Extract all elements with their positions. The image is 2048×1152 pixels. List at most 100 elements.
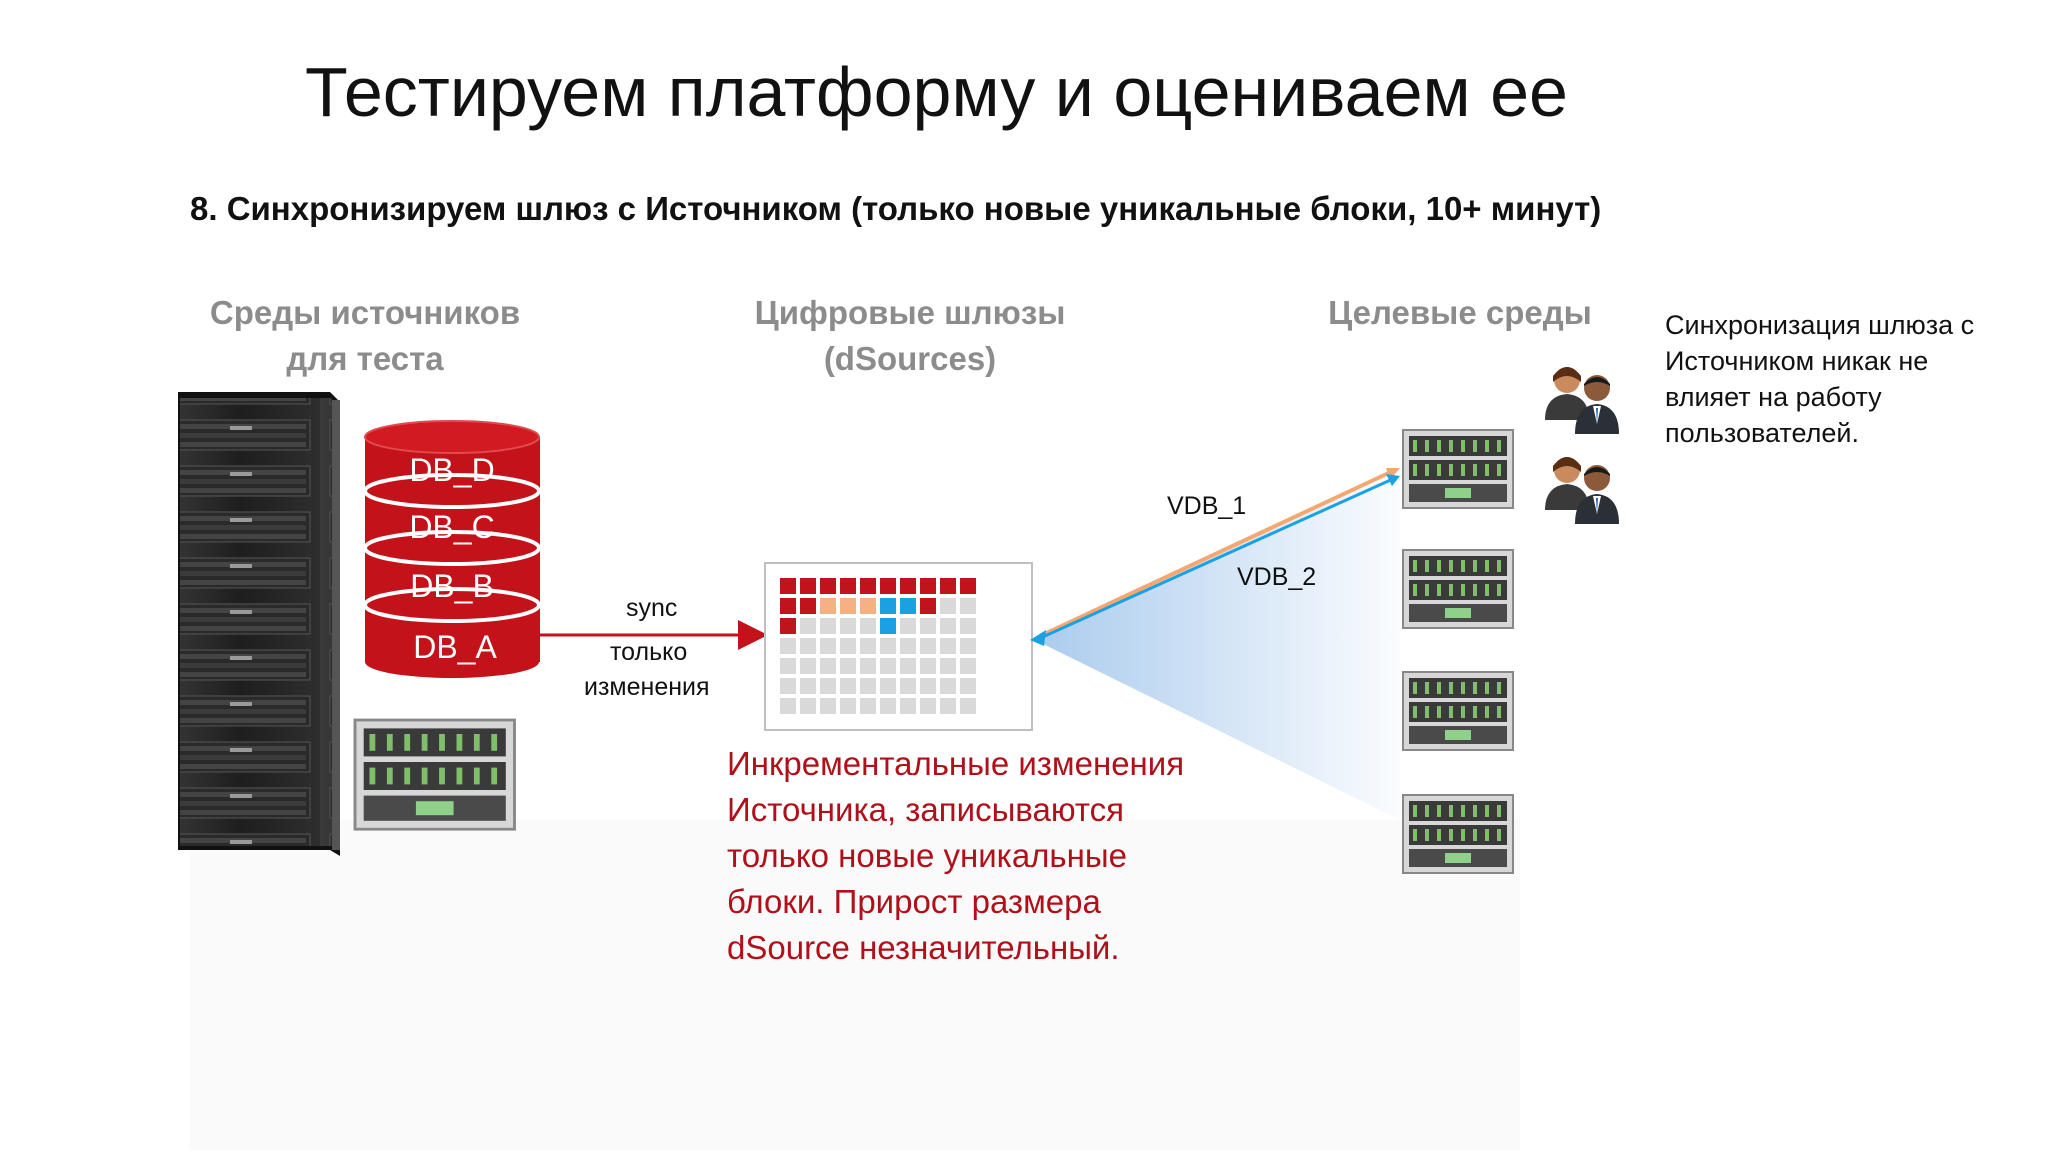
data-block bbox=[960, 698, 976, 714]
target-server-icon bbox=[1402, 794, 1514, 874]
data-block bbox=[840, 598, 856, 614]
data-block bbox=[820, 598, 836, 614]
data-block bbox=[900, 598, 916, 614]
target-server-icon bbox=[1402, 549, 1514, 629]
data-block bbox=[800, 638, 816, 654]
vdb2-arrow bbox=[1035, 476, 1396, 642]
replication-beam bbox=[1035, 470, 1400, 820]
data-block bbox=[900, 658, 916, 674]
data-block bbox=[800, 678, 816, 694]
data-block bbox=[880, 698, 896, 714]
data-block bbox=[940, 698, 956, 714]
data-block bbox=[880, 658, 896, 674]
data-block bbox=[780, 698, 796, 714]
data-block bbox=[780, 678, 796, 694]
db-label: DB_B bbox=[410, 568, 494, 604]
data-block bbox=[900, 698, 916, 714]
block-grid-icon bbox=[764, 562, 1033, 731]
data-block bbox=[800, 658, 816, 674]
data-block bbox=[920, 698, 936, 714]
column-header-gateways: Цифровые шлюзы (dSources) bbox=[754, 294, 1066, 377]
data-block bbox=[860, 578, 876, 594]
data-block bbox=[800, 598, 816, 614]
vdb1-label: VDB_1 bbox=[1167, 492, 1247, 520]
column-header-targets: Целевые среды bbox=[1328, 294, 1592, 331]
vdb1-arrow bbox=[1039, 468, 1396, 638]
data-block bbox=[900, 678, 916, 694]
data-block bbox=[800, 698, 816, 714]
data-block bbox=[800, 578, 816, 594]
vdb2-label: VDB_2 bbox=[1237, 563, 1317, 591]
data-block bbox=[860, 638, 876, 654]
data-block bbox=[840, 638, 856, 654]
server-rack-icon bbox=[178, 392, 340, 856]
data-block bbox=[940, 598, 956, 614]
data-block bbox=[940, 578, 956, 594]
data-block bbox=[820, 678, 836, 694]
data-block bbox=[920, 658, 936, 674]
data-block bbox=[860, 658, 876, 674]
data-block bbox=[960, 638, 976, 654]
data-block bbox=[920, 578, 936, 594]
data-block bbox=[780, 658, 796, 674]
data-block bbox=[960, 658, 976, 674]
data-block bbox=[840, 698, 856, 714]
data-block bbox=[780, 618, 796, 634]
data-block bbox=[820, 638, 836, 654]
data-block bbox=[900, 618, 916, 634]
data-block bbox=[880, 618, 896, 634]
background-panel bbox=[190, 820, 1520, 1150]
database-stack-icon: DB_D DB_C DB_B DB_A bbox=[363, 420, 541, 678]
slide-title: Тестируем платформу и оцениваем ее bbox=[305, 53, 1568, 131]
db-label: DB_D bbox=[409, 452, 494, 488]
data-block bbox=[860, 698, 876, 714]
data-block bbox=[860, 678, 876, 694]
data-block bbox=[820, 618, 836, 634]
data-block bbox=[960, 618, 976, 634]
data-block bbox=[780, 578, 796, 594]
data-block bbox=[820, 698, 836, 714]
users-icon bbox=[1545, 367, 1619, 434]
data-block bbox=[880, 598, 896, 614]
data-block bbox=[960, 578, 976, 594]
column-header-sources: Среды источников для теста bbox=[209, 294, 521, 377]
data-block bbox=[780, 638, 796, 654]
target-server-icon bbox=[1402, 671, 1514, 751]
data-block bbox=[920, 618, 936, 634]
data-block bbox=[920, 678, 936, 694]
data-block bbox=[820, 658, 836, 674]
users-note: Синхронизация шлюза с Источником никак н… bbox=[1665, 310, 1975, 448]
data-block bbox=[900, 578, 916, 594]
data-block bbox=[960, 678, 976, 694]
data-block bbox=[900, 638, 916, 654]
data-block bbox=[800, 618, 816, 634]
data-block bbox=[840, 678, 856, 694]
data-block bbox=[880, 638, 896, 654]
sync-label: sync bbox=[626, 594, 678, 622]
db-label: DB_A bbox=[413, 629, 497, 665]
data-block bbox=[840, 578, 856, 594]
data-block bbox=[940, 618, 956, 634]
data-block bbox=[880, 578, 896, 594]
data-block bbox=[960, 598, 976, 614]
slide-subtitle: 8. Синхронизируем шлюз с Источником (тол… bbox=[190, 190, 1602, 227]
sync-sublabel-2: изменения bbox=[584, 673, 710, 701]
data-block bbox=[940, 638, 956, 654]
target-server-icon bbox=[1402, 429, 1514, 509]
incremental-note: Инкрементальные изменения Источника, зап… bbox=[727, 745, 1185, 966]
data-block bbox=[920, 598, 936, 614]
data-block bbox=[860, 598, 876, 614]
db-label: DB_C bbox=[409, 509, 494, 545]
data-block bbox=[840, 618, 856, 634]
data-block bbox=[820, 578, 836, 594]
data-block bbox=[940, 678, 956, 694]
data-block bbox=[840, 658, 856, 674]
data-block bbox=[860, 618, 876, 634]
blade-server-icon bbox=[353, 718, 516, 831]
data-block bbox=[780, 598, 796, 614]
data-block bbox=[940, 658, 956, 674]
users-icon bbox=[1545, 457, 1619, 524]
data-block bbox=[920, 638, 936, 654]
data-block bbox=[880, 678, 896, 694]
